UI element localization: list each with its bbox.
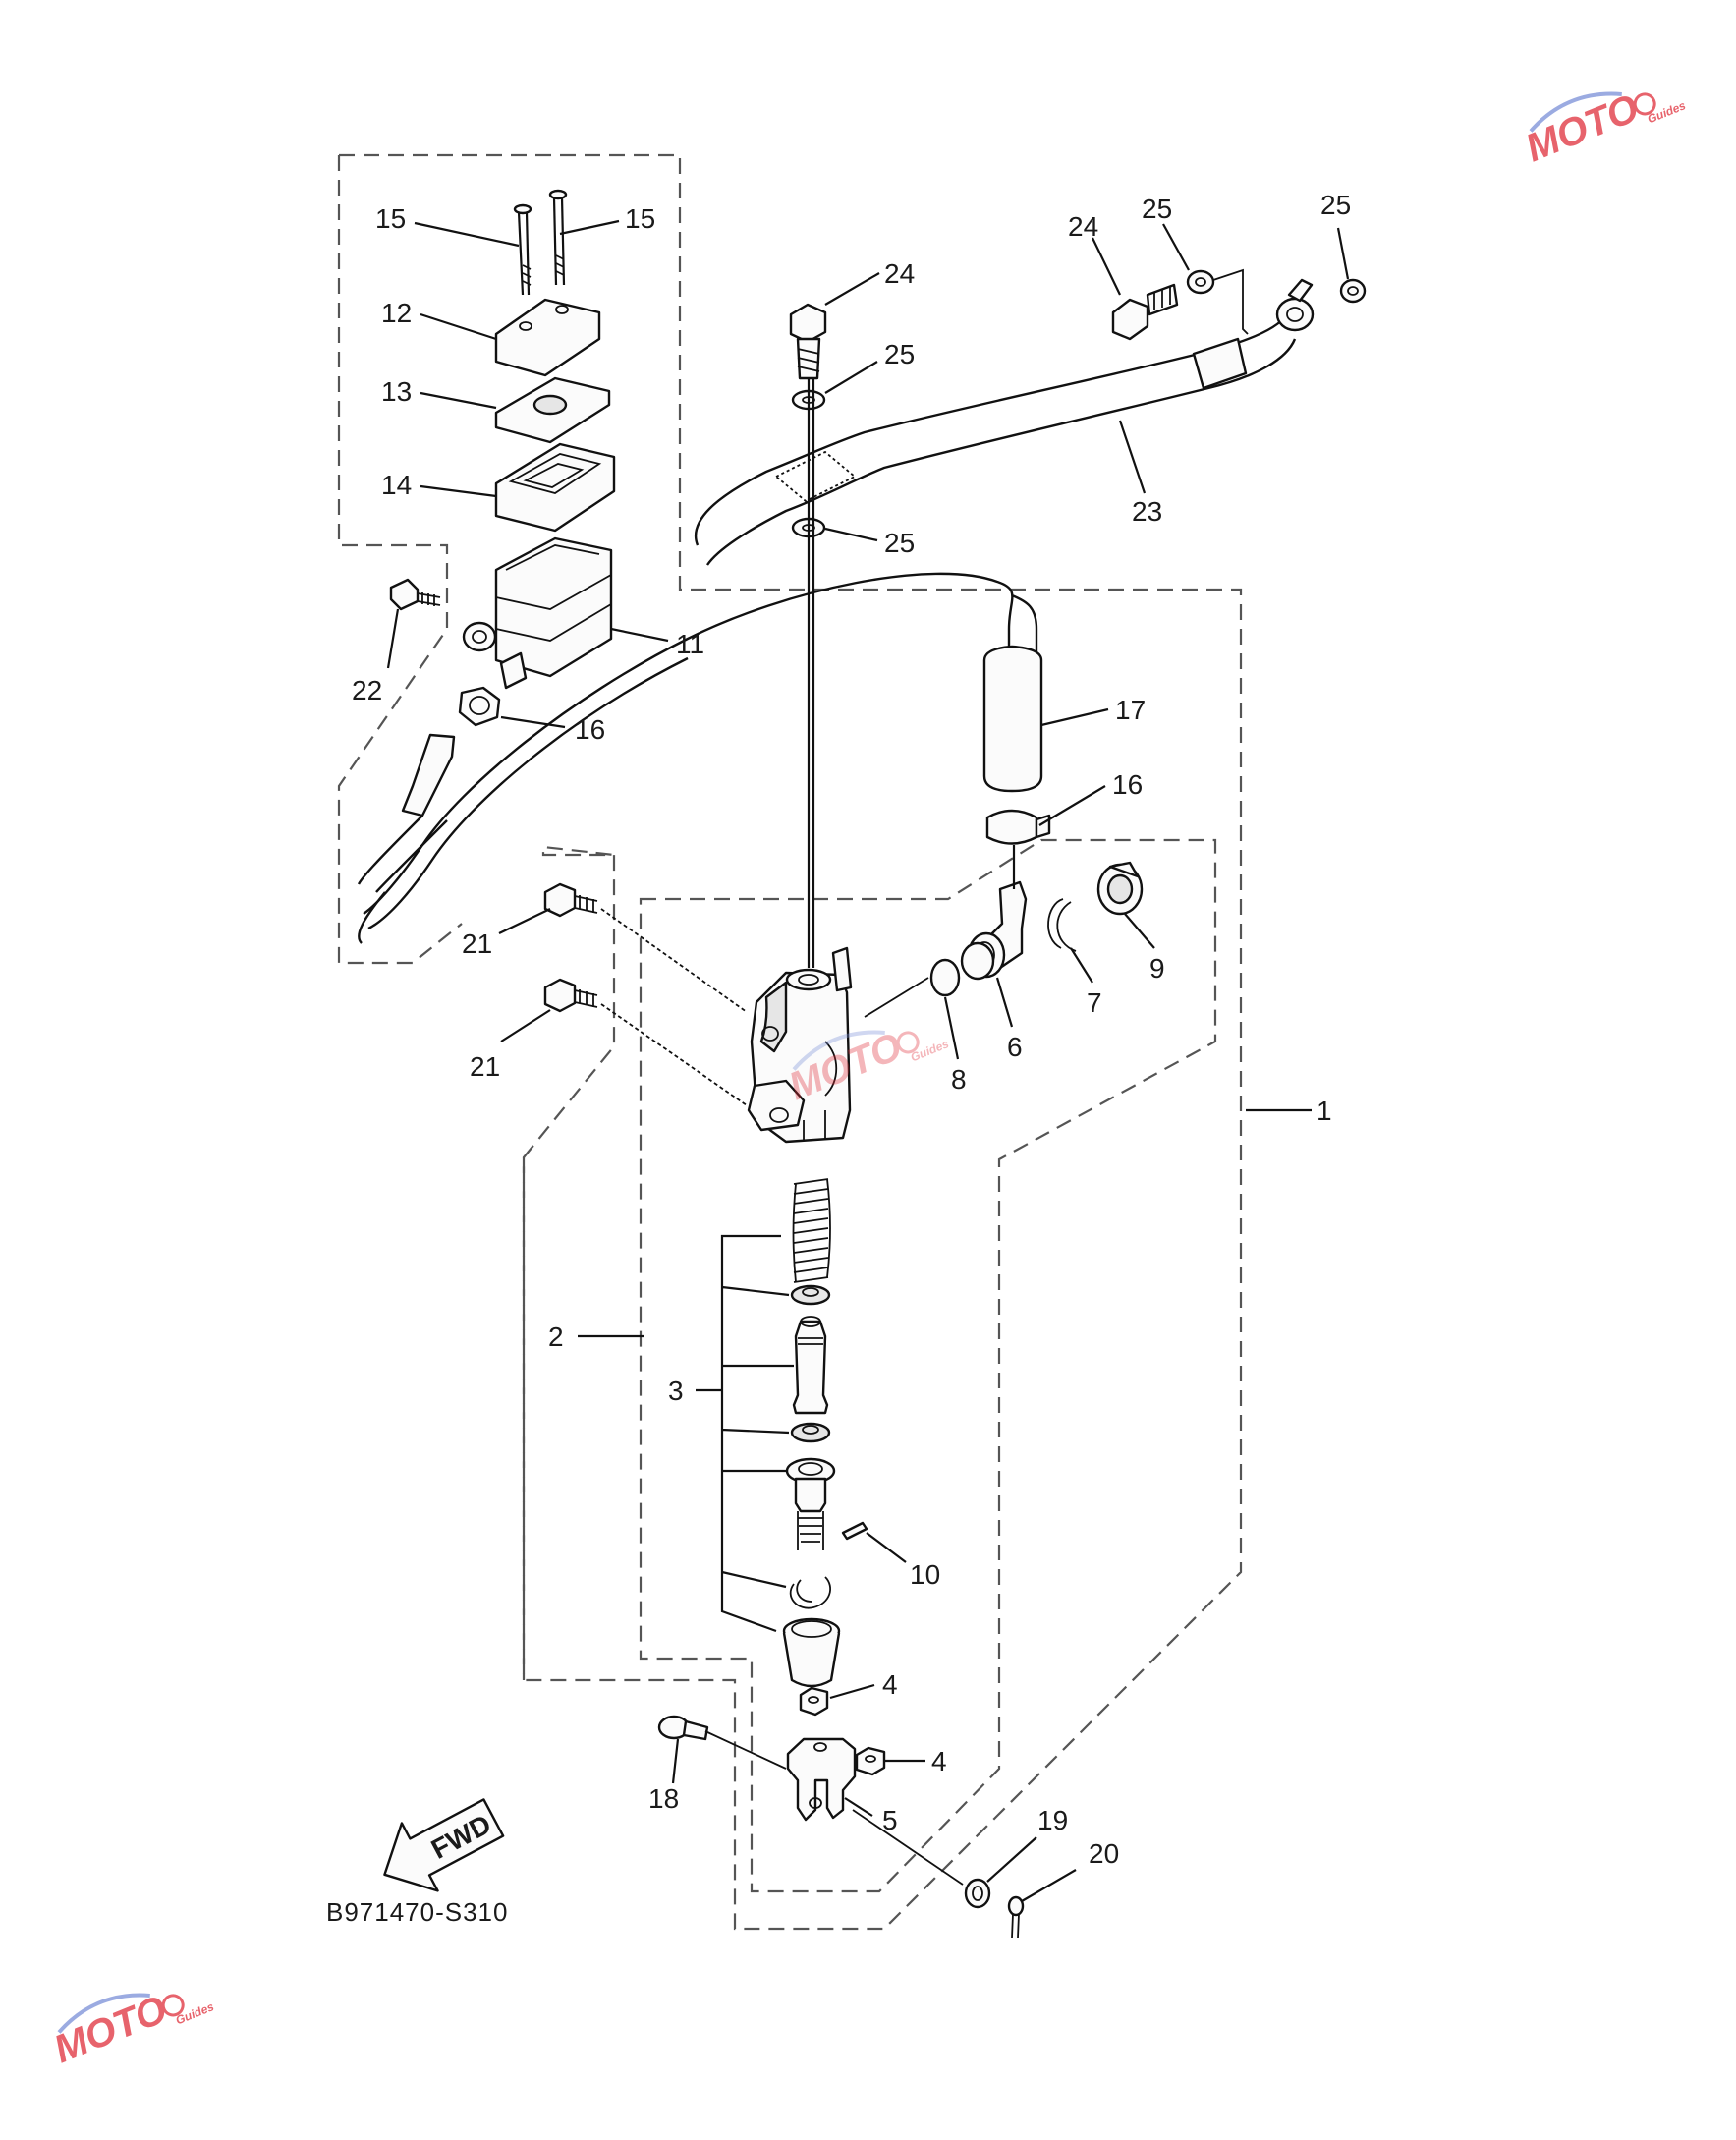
clevis-5 <box>786 1737 857 1822</box>
callout-25d: 25 <box>1320 190 1351 220</box>
callout-16a: 16 <box>575 714 605 745</box>
callout-25a: 25 <box>884 339 915 369</box>
diaphragm-14 <box>494 442 616 533</box>
callout-6: 6 <box>1007 1032 1023 1062</box>
callout-12: 12 <box>381 298 412 328</box>
spring <box>792 1178 831 1283</box>
cup <box>790 1284 831 1306</box>
callout-14: 14 <box>381 470 412 500</box>
cup-2 <box>790 1422 831 1443</box>
callout-13: 13 <box>381 376 412 407</box>
callout-11: 11 <box>676 629 704 659</box>
callout-22: 22 <box>352 675 382 705</box>
mount-bolt-21a <box>543 882 598 918</box>
callout-15a: 15 <box>375 203 406 234</box>
washer-19 <box>964 1878 991 1909</box>
reservoir-hose-17 <box>363 572 1014 915</box>
piston-kit-3 <box>720 1178 841 1688</box>
callout-21a: 21 <box>462 929 492 959</box>
callout-1: 1 <box>1316 1096 1332 1126</box>
callout-4b: 4 <box>931 1746 947 1776</box>
cylinder-assy-boundary <box>639 838 1217 1893</box>
banjo-bolt-24b <box>1111 283 1179 341</box>
reservoir-bolt-22 <box>389 578 441 611</box>
watermark-sub-1: Guides <box>1646 98 1688 126</box>
callout-21b: 21 <box>470 1051 500 1082</box>
callout-17: 17 <box>1115 695 1146 725</box>
callout-23: 23 <box>1132 496 1162 527</box>
callout-15b: 15 <box>625 203 655 234</box>
master-cylinder-body <box>747 946 853 1144</box>
callout-25c: 25 <box>1142 194 1172 224</box>
callout-8: 8 <box>951 1064 967 1095</box>
callout-3: 3 <box>668 1376 684 1406</box>
washer-25c <box>1186 269 1215 295</box>
boot-9 <box>1096 861 1144 916</box>
callout-2: 2 <box>548 1322 564 1352</box>
callout-10: 10 <box>910 1559 940 1590</box>
callout-16b: 16 <box>1112 769 1143 800</box>
watermark-bottom-left: MOTO Guides <box>48 1988 216 2071</box>
hose-clip-16b <box>985 809 1051 845</box>
callout-19: 19 <box>1037 1805 1068 1835</box>
callout-9: 9 <box>1149 953 1165 984</box>
nut-4b <box>855 1746 886 1776</box>
callout-24a: 24 <box>884 258 915 289</box>
callout-numbers: 15 15 12 13 14 11 16 22 24 25 25 24 25 2… <box>352 190 1351 1869</box>
fwd-arrow: FWD <box>383 1798 505 1892</box>
callout-5: 5 <box>882 1805 898 1835</box>
callout-18: 18 <box>648 1783 679 1814</box>
nut-4a <box>799 1686 829 1717</box>
callout-20: 20 <box>1089 1838 1119 1869</box>
diagram-code: B971470-S310 <box>326 1897 508 1927</box>
pin-18 <box>657 1715 709 1741</box>
washer-25d <box>1339 278 1367 304</box>
reservoir-body-11 <box>462 536 613 690</box>
watermark-sub-2: Guides <box>909 1037 951 1064</box>
hose-joint-6 <box>960 880 1028 981</box>
piston <box>792 1316 829 1415</box>
circlip-3 <box>789 1576 831 1609</box>
reservoir-cap-12 <box>494 298 601 377</box>
reservoir-group-boundary <box>337 153 1243 1931</box>
circlip-7 <box>1047 898 1077 952</box>
cotter-pin-20 <box>1007 1895 1025 1939</box>
callout-7: 7 <box>1087 987 1102 1018</box>
mount-bolt-21b <box>543 978 598 1013</box>
banjo-bolt-24a <box>789 303 827 380</box>
o-ring-8 <box>929 958 961 997</box>
watermark-sub-3: Guides <box>174 1999 216 2027</box>
group-boundaries <box>337 153 1243 1931</box>
reservoir-stack <box>389 189 616 690</box>
cap-screw-15a <box>513 203 532 296</box>
callout-leaders <box>386 219 1350 1902</box>
boot-3 <box>782 1617 841 1688</box>
callout-24b: 24 <box>1068 211 1098 242</box>
watermark-top-right: MOTO Guides <box>1520 86 1688 170</box>
pin-10 <box>841 1521 868 1541</box>
banjo-bolts-and-washers <box>789 268 1367 968</box>
callout-4a: 4 <box>882 1669 898 1700</box>
hose-clip-16a <box>458 686 501 727</box>
push-rod <box>785 1457 836 1550</box>
cap-screw-15b <box>548 189 568 286</box>
callout-25b: 25 <box>884 528 915 558</box>
